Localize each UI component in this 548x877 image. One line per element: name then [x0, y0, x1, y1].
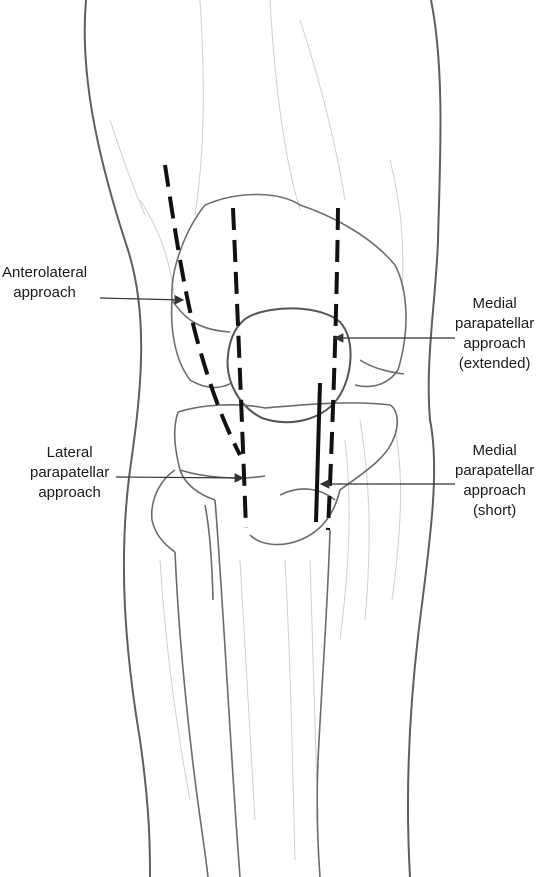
label-line: Medial: [472, 295, 517, 312]
label-line: parapatellar: [455, 315, 535, 332]
label-line: approach: [13, 284, 76, 301]
leg-outline: [83, 0, 442, 877]
label-medial-parapatellar-extended: Medial parapatellar approach (extended): [455, 294, 534, 374]
incision-lateral-parapatellar: [231, 207, 248, 529]
incision-medial-short: [314, 382, 322, 523]
shading-lines: [109, 0, 404, 861]
label-line: approach: [38, 484, 101, 501]
leader-lateral: [115, 473, 245, 483]
leader-lines: [99, 294, 455, 489]
label-line: Anterolateral: [2, 264, 88, 281]
label-line: Lateral: [46, 444, 93, 461]
leader-anterolateral: [99, 294, 185, 305]
label-lateral-parapatellar-approach: Lateral parapatellar approach: [30, 443, 109, 503]
label-line: parapatellar: [455, 462, 535, 479]
label-anterolateral-approach: Anterolateral approach: [2, 263, 87, 303]
label-line: Medial: [472, 442, 517, 459]
fibula: [150, 469, 214, 877]
label-medial-parapatellar-short: Medial parapatellar approach (short): [455, 441, 534, 521]
label-line: approach: [463, 335, 526, 352]
label-line: parapatellar: [30, 464, 110, 481]
tibia: [173, 402, 399, 877]
label-line: (extended): [458, 355, 531, 372]
label-line: (short): [472, 502, 517, 519]
incision-anterolateral: [163, 164, 242, 456]
label-line: approach: [463, 482, 526, 499]
incisions: [163, 164, 340, 531]
incision-medial-extended: [326, 207, 340, 531]
